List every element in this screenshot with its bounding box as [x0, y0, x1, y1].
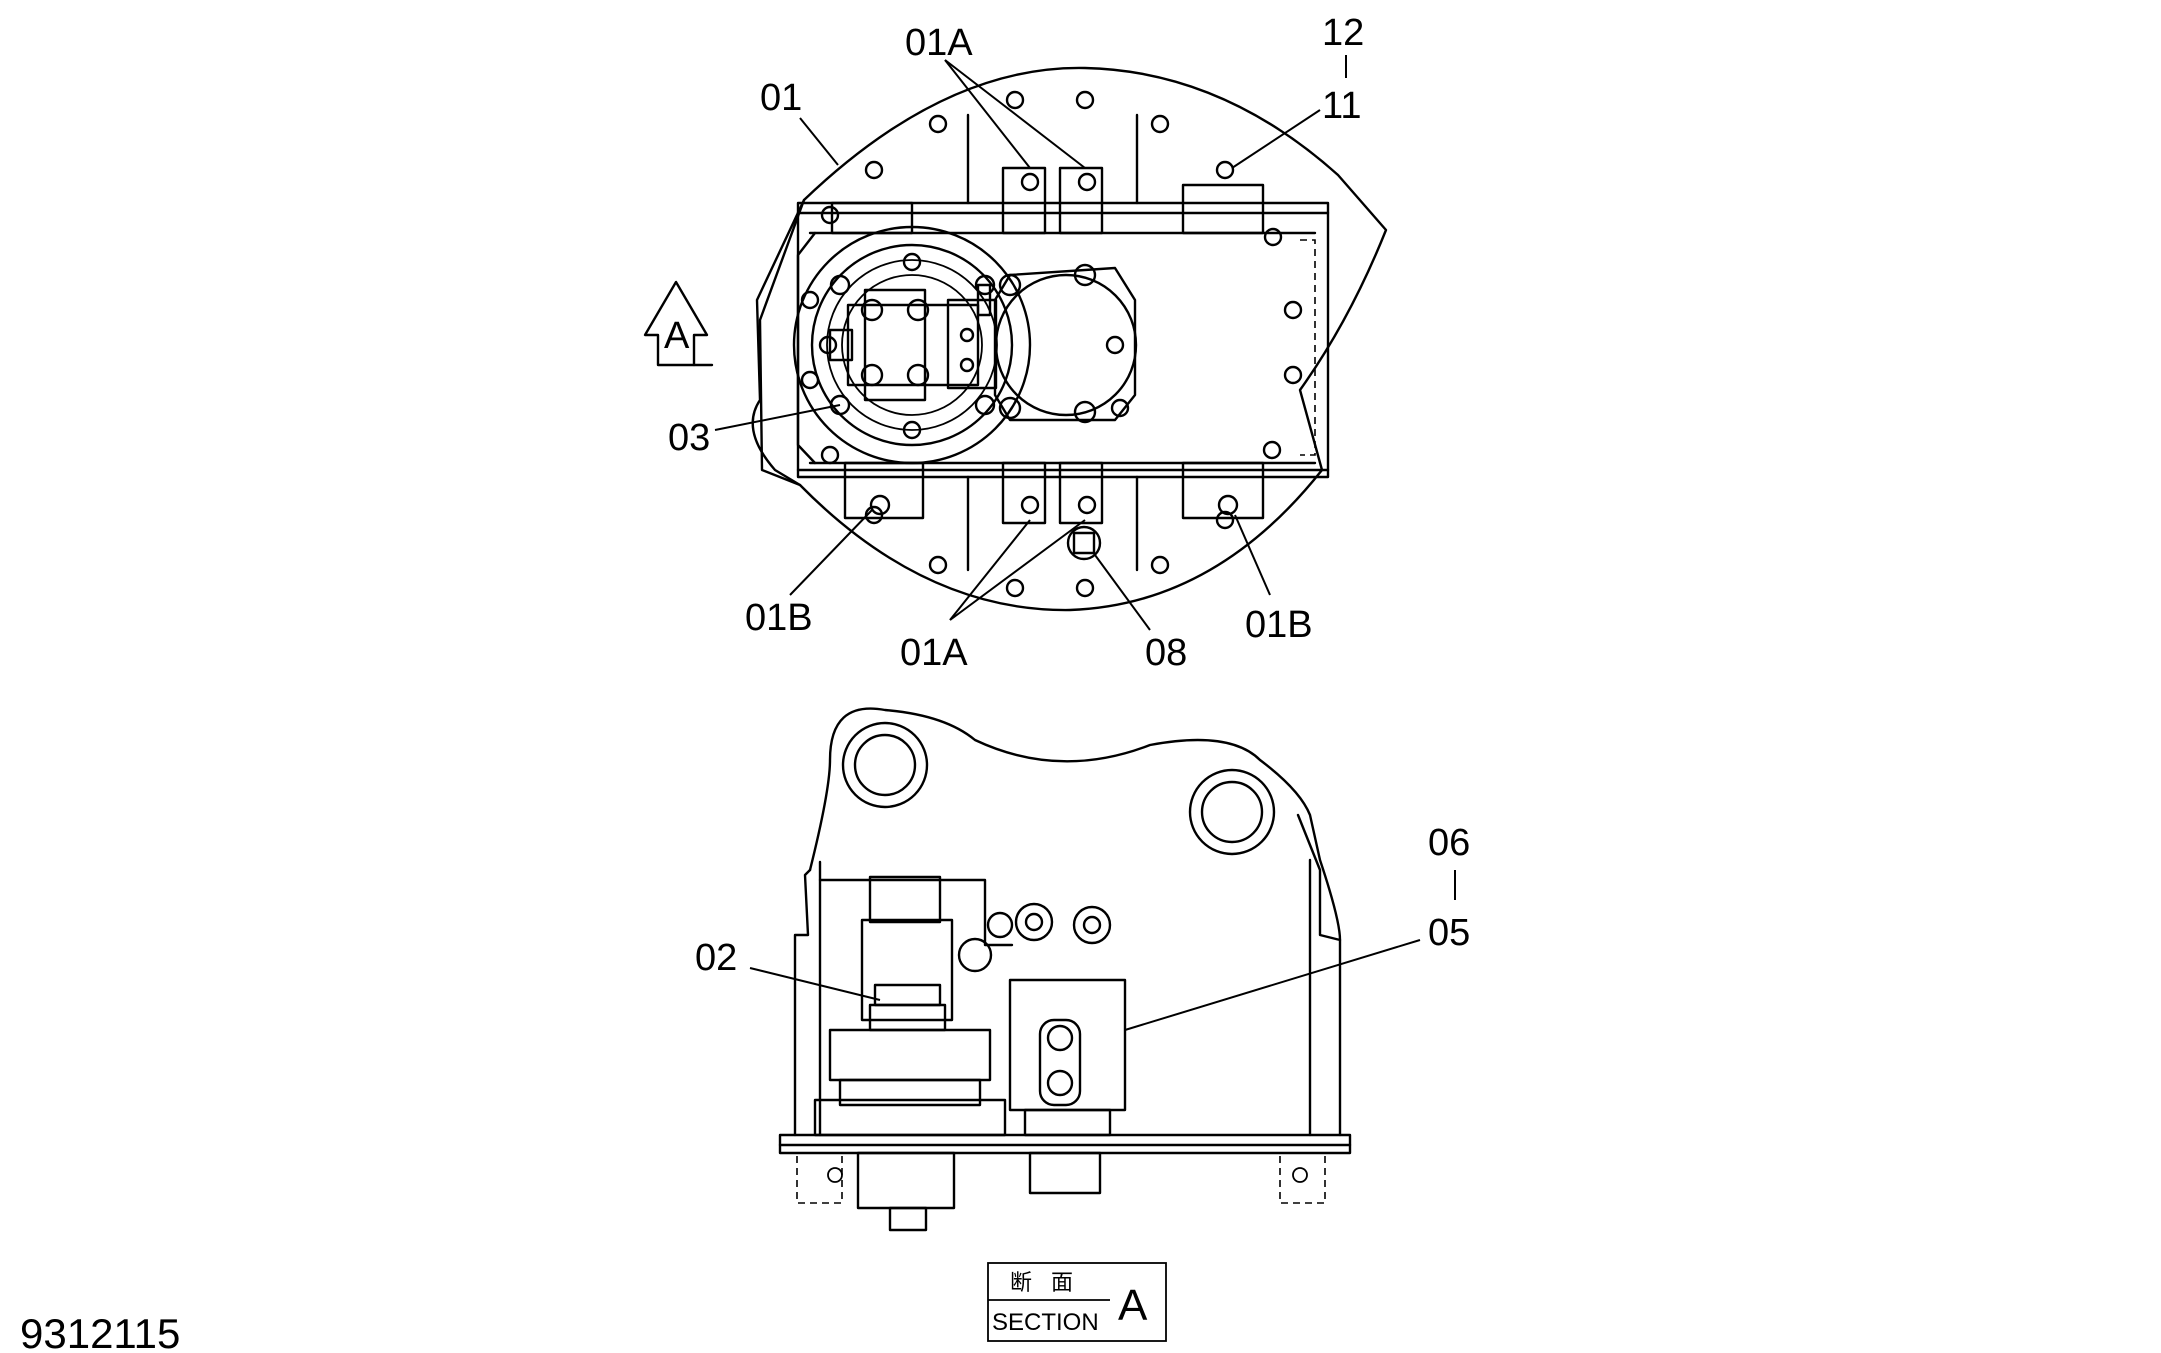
- view-marker-arrow: A: [643, 280, 714, 367]
- lug-brackets-bottom: [1001, 461, 1104, 561]
- label-01a-top: 01A: [905, 22, 973, 64]
- label-02: 02: [695, 937, 737, 979]
- label-01: 01: [760, 77, 802, 119]
- section-word: SECTION: [992, 1309, 1099, 1336]
- section-title-box: 断 面 SECTION A: [987, 1262, 1167, 1342]
- section-view: [778, 707, 1352, 1232]
- section-motor: [828, 875, 993, 1232]
- plate-bolt-holes: [800, 90, 1303, 598]
- label-12: 12: [1322, 12, 1364, 54]
- section-letter: A: [1118, 1281, 1148, 1330]
- section-kanji: 断 面: [1010, 1271, 1079, 1296]
- view-marker-letter: A: [664, 315, 690, 357]
- lug-brackets-top: [1001, 166, 1104, 235]
- label-01a-bottom: 01A: [900, 632, 968, 674]
- valve-block: [828, 283, 998, 402]
- section-bracket-outline: [808, 707, 1342, 942]
- top-plate-outline: [751, 66, 1388, 612]
- section-valve-box: [1008, 978, 1127, 1112]
- label-08: 08: [1145, 632, 1187, 674]
- label-01b-left: 01B: [745, 597, 813, 639]
- motor-housing: [993, 263, 1138, 424]
- pin-boss-right: [1188, 768, 1276, 856]
- label-03: 03: [668, 417, 710, 459]
- label-06: 06: [1428, 822, 1470, 864]
- label-01b-right: 01B: [1245, 604, 1313, 646]
- label-11: 11: [1322, 85, 1361, 127]
- document-number: 9312115: [20, 1310, 180, 1353]
- top-frame: [796, 201, 1330, 479]
- pin-boss-left: [841, 721, 929, 809]
- label-05: 05: [1428, 912, 1470, 954]
- top-view: A: [643, 66, 1388, 612]
- leader-lines: [714, 55, 1456, 1031]
- callout-labels: 12 11 01 01A 03 01B 01A 08 01B 06 05 02: [668, 12, 1470, 979]
